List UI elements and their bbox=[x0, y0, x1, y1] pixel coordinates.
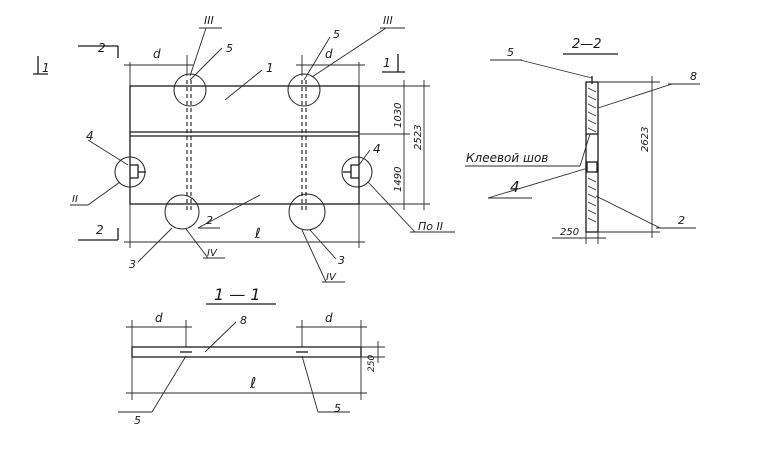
label-4-right: 4 bbox=[373, 142, 381, 156]
leader-III-left bbox=[189, 27, 207, 77]
dim-2523: 2523 bbox=[413, 125, 424, 150]
leader-5-left bbox=[189, 47, 223, 81]
plan-view: d d 2 2 1 1 III III 5 5 1 2 4 4 bbox=[33, 14, 455, 283]
view-1-right-label: 1 bbox=[383, 56, 391, 70]
dim-d-right-section: d bbox=[325, 311, 333, 325]
cut-2-top-label: 2 bbox=[98, 41, 106, 55]
label-4-section: 4 bbox=[510, 178, 520, 196]
label-2: 2 bbox=[206, 214, 213, 227]
anchor-left bbox=[130, 164, 139, 179]
leader-III-right bbox=[311, 27, 387, 78]
callout-IV-right: IV bbox=[326, 272, 337, 283]
leader-IV-right bbox=[301, 229, 327, 283]
leader-po-II bbox=[367, 181, 416, 233]
dim-d-left: d bbox=[153, 47, 161, 61]
leader-IV-left bbox=[185, 228, 209, 259]
leader-4-right bbox=[358, 149, 371, 166]
label-5-section-1-right: 5 bbox=[334, 402, 341, 415]
dim-250-section: 250 bbox=[560, 227, 579, 238]
detail-circle-IV-right bbox=[288, 193, 326, 231]
label-1: 1 bbox=[266, 61, 274, 75]
leader-II bbox=[87, 181, 121, 206]
callout-III-right: III bbox=[383, 14, 393, 27]
leader-1 bbox=[224, 69, 263, 101]
label-5-right: 5 bbox=[333, 28, 340, 41]
leader-5-11-right bbox=[301, 355, 319, 413]
label-4-left: 4 bbox=[86, 129, 94, 143]
leader-8-11 bbox=[204, 321, 237, 353]
dim-1490: 1490 bbox=[393, 167, 404, 192]
section-1-1-slab bbox=[131, 346, 362, 358]
callout-IV-left: IV bbox=[207, 248, 218, 259]
dim-d-left-section: d bbox=[155, 311, 163, 325]
label-8-section: 8 bbox=[690, 70, 697, 83]
leader-3-right bbox=[309, 229, 337, 260]
label-5-section-1-left: 5 bbox=[134, 414, 141, 427]
detail-circle-III-right bbox=[287, 73, 321, 107]
leader-5-s bbox=[519, 59, 593, 79]
view-1-right-arrow bbox=[382, 54, 405, 73]
cut-2-top-arrow bbox=[78, 45, 119, 58]
leader-4-s bbox=[487, 167, 589, 199]
label-3-right: 3 bbox=[338, 254, 345, 267]
leader-3-left bbox=[137, 227, 173, 263]
leader-4-left bbox=[87, 139, 129, 166]
anchor-section bbox=[586, 161, 598, 173]
callout-po-II: По II bbox=[418, 220, 443, 233]
dim-1030: 1030 bbox=[393, 103, 404, 128]
detail-circle-III-left bbox=[173, 73, 207, 107]
section-1-1: 1 — 1 d d 8 ℓ 5 5 250 bbox=[118, 285, 385, 427]
section-1-1-title: 1 — 1 bbox=[214, 285, 261, 304]
dim-l-section: ℓ bbox=[249, 374, 256, 392]
leader-5-right bbox=[303, 36, 331, 81]
dim-d-right: d bbox=[325, 47, 333, 61]
leader-2-s bbox=[595, 195, 661, 229]
label-5-section: 5 bbox=[507, 46, 514, 59]
section-2-2-title: 2—2 bbox=[572, 37, 602, 52]
view-1-left-label: 1 bbox=[42, 61, 50, 75]
leader-8-s bbox=[597, 83, 673, 109]
detail-circle-IV-left bbox=[164, 194, 200, 230]
callout-II: II bbox=[72, 194, 78, 205]
label-3-left: 3 bbox=[129, 258, 136, 271]
detail-circle-II-right bbox=[341, 156, 373, 188]
label-2-section: 2 bbox=[678, 214, 685, 227]
leader-5-11-left bbox=[151, 355, 187, 413]
section-2-2-body bbox=[585, 81, 599, 233]
cut-2-bottom-label: 2 bbox=[96, 223, 104, 237]
glue-seam-label: Клеевой шов bbox=[466, 151, 548, 165]
leader-2 bbox=[197, 194, 261, 229]
panel-outline bbox=[129, 85, 360, 205]
dim-l: ℓ bbox=[254, 226, 261, 242]
callout-III-left: III bbox=[204, 14, 214, 27]
cut-2-bottom-arrow bbox=[78, 228, 119, 241]
view-1-left-arrow bbox=[33, 56, 48, 75]
glue-seam-leader bbox=[579, 133, 591, 167]
dim-250-section-1: 250 bbox=[367, 355, 377, 372]
anchor-right bbox=[350, 164, 359, 179]
label-8-section-1: 8 bbox=[240, 314, 247, 327]
dim-2623: 2623 bbox=[640, 127, 651, 152]
section-2-2: 2—2 5 8 Клеевой шов 4 2 bbox=[465, 37, 700, 244]
label-5-left: 5 bbox=[226, 42, 233, 55]
